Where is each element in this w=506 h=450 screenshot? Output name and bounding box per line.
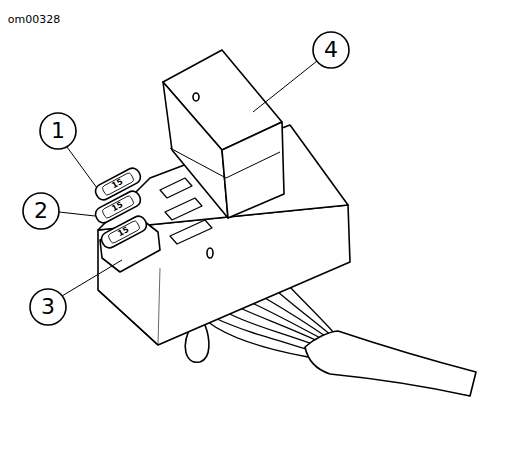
figure-id: om00328	[8, 14, 60, 25]
relay	[163, 50, 284, 218]
callout-number: 2	[34, 200, 48, 222]
fuses	[93, 166, 160, 272]
callout-number: 1	[51, 120, 65, 142]
housing-front	[98, 205, 350, 345]
callout-number: 4	[324, 39, 338, 61]
callout-number: 3	[41, 296, 55, 318]
wire-sheath	[305, 331, 476, 396]
housing-hole	[207, 248, 213, 258]
housing-edge	[98, 290, 158, 345]
housing-crease	[158, 268, 160, 345]
callouts	[23, 32, 349, 325]
